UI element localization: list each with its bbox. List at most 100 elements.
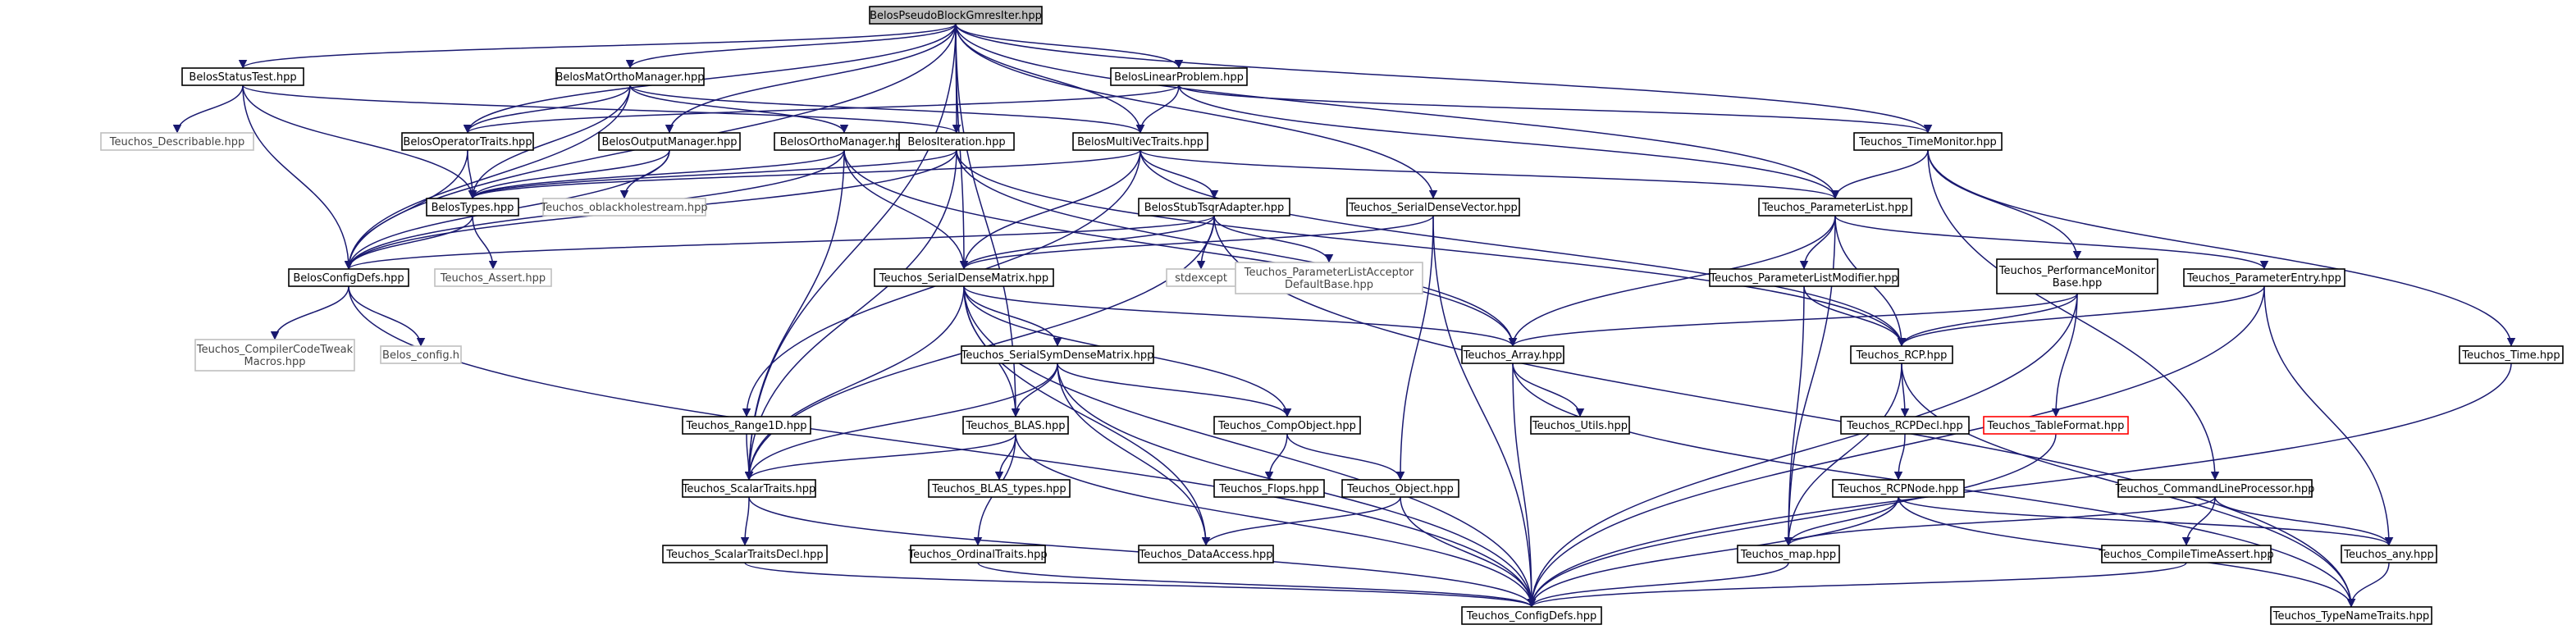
edge [1784,285,1805,546]
node-serialdensemat[interactable]: Teuchos_SerialDenseMatrix.hpp [874,268,1054,287]
node-orthomgr[interactable]: BelosOrthoManager.hpp [774,132,915,151]
edge-serialdensevec-to-serialdensemat [959,215,1434,270]
edge-multivec-to-stubtsqr [1140,149,1219,199]
node-paramlist[interactable]: Teuchos_ParameterList.hpp [1758,198,1912,217]
node-label-line: Teuchos_RCPDecl.hpp [1846,420,1963,432]
node-box [1709,268,1899,287]
node-paramentry[interactable]: Teuchos_ParameterEntry.hpp [2183,268,2345,287]
node-belosconfigh[interactable]: Belos_config.h [380,345,462,364]
node-plmodifier[interactable]: Teuchos_ParameterListModifier.hpp [1709,268,1899,287]
edge-stubtsqr-to-configdefs [345,215,1215,270]
node-timemon[interactable]: Teuchos_TimeMonitor.hpp [1853,132,2003,151]
node-iteration[interactable]: BelosIteration.hpp [898,132,1015,151]
edge [1527,285,2265,608]
node-multivec[interactable]: BelosMultiVecTraits.hpp [1072,132,1208,151]
node-box [1758,198,1912,217]
node-label-line: Teuchos_Range1D.hpp [686,420,807,432]
node-label: BelosOperatorTraits.hpp [403,136,532,148]
node-linprob[interactable]: BelosLinearProblem.hpp [1110,67,1248,86]
edge [1799,215,1836,270]
node-oblackhole[interactable]: Teuchos_oblackholestream.hpp [540,198,708,217]
node-label: Teuchos_Describable.hpp [109,136,244,148]
edge [1784,496,1899,546]
node-configdefs[interactable]: BelosConfigDefs.hpp [288,268,409,287]
node-blastypes[interactable]: Teuchos_BLAS_types.hpp [928,479,1071,498]
node-box [598,132,741,151]
node-tableformat[interactable]: Teuchos_TableFormat.hpp [1983,416,2129,435]
node-box [2341,545,2437,563]
node-teuchosconfig[interactable]: Teuchos_ConfigDefs.hpp [1461,606,1602,625]
edge [744,562,1536,608]
edge [1927,149,2516,347]
edge [1897,293,2078,347]
edge [1057,363,1211,546]
node-symdense[interactable]: Teuchos_SerialSymDenseMatrix.hpp [961,345,1154,364]
edge-cmdline-to-compiletimeassert [2181,496,2216,546]
edge [270,285,349,340]
node-blas[interactable]: Teuchos_BLAS.hpp [962,416,1069,435]
node-optraits[interactable]: BelosOperatorTraits.hpp [401,132,534,151]
node-box [898,132,1015,151]
edge [348,285,426,347]
node-box [401,132,534,151]
node-label: Teuchos_ParameterEntry.hpp [2186,272,2341,285]
edge [2346,562,2390,608]
node-compiletimeassert[interactable]: Teuchos_CompileTimeAssert.hpp [2098,545,2274,563]
edge-root-to-scalartraits [744,23,957,481]
edge-linprob-to-optraits [464,84,1180,134]
node-label-line: BelosIteration.hpp [907,136,1005,148]
edge [843,149,969,270]
edge-root-to-linprob [955,23,1184,69]
node-map[interactable]: Teuchos_map.hpp [1737,545,1840,563]
node-scalartraitsdecl[interactable]: Teuchos_ScalarTraitsDecl.hpp [662,545,828,563]
edge-scalartraits-to-scalartraitsdecl [740,496,750,546]
node-object[interactable]: Teuchos_Object.hpp [1341,479,1459,498]
node-rcpdecl[interactable]: Teuchos_RCPDecl.hpp [1840,416,1970,435]
node-ordinaltraits[interactable]: Teuchos_OrdinalTraits.hpp [907,545,1048,563]
node-array[interactable]: Teuchos_Array.hpp [1461,345,1564,364]
node-rcpnode[interactable]: Teuchos_RCPNode.hpp [1832,479,1965,498]
node-scalartraits[interactable]: Teuchos_ScalarTraits.hpp [682,479,816,498]
node-belostypes[interactable]: BelosTypes.hpp [426,198,519,217]
node-label: Teuchos_ScalarTraits.hpp [682,483,816,495]
node-any[interactable]: Teuchos_any.hpp [2341,545,2437,563]
edge [1213,215,1334,263]
node-dataaccess[interactable]: Teuchos_DataAccess.hpp [1138,545,1274,563]
node-root[interactable]: BelosPseudoBlockGmresIter.hpp [869,6,1043,25]
node-label-line: Teuchos_BLAS.hpp [965,420,1065,432]
node-assert[interactable]: Teuchos_Assert.hpp [434,268,552,287]
node-box [555,67,705,86]
node-layer: BelosPseudoBlockGmresIter.hppBelosStatus… [100,6,2564,625]
node-time[interactable]: Teuchos_Time.hpp [2459,345,2564,364]
node-compobject[interactable]: Teuchos_CompObject.hpp [1213,416,1361,435]
node-serialdensevec[interactable]: Teuchos_SerialDenseVector.hpp [1346,198,1520,217]
node-stdexcept[interactable]: stdexcept [1166,268,1236,287]
node-range1d[interactable]: Teuchos_Range1D.hpp [682,416,811,435]
edge-serialdensevec-to-object [1395,215,1434,481]
node-statustest[interactable]: BelosStatusTest.hpp [181,67,304,86]
node-outmgr[interactable]: BelosOutputManager.hpp [598,132,741,151]
edge [1264,433,1288,481]
edge-orthomgr-to-serialdensemat [843,149,969,270]
node-label: Teuchos_Assert.hpp [440,272,546,285]
node-flops[interactable]: Teuchos_Flops.hpp [1213,479,1325,498]
node-label-line: Teuchos_Object.hpp [1346,483,1454,495]
node-label: Teuchos_TimeMonitor.hpp [1858,136,1997,148]
edge-statustest-to-belostypes [242,84,477,199]
node-matortho[interactable]: BelosMatOrthoManager.hpp [555,67,705,86]
node-label: BelosMatOrthoManager.hpp [555,71,704,84]
node-box [1110,67,1248,86]
edge [468,149,670,199]
node-utils[interactable]: Teuchos_Utils.hpp [1530,416,1630,435]
node-label: Teuchos_Range1D.hpp [686,420,807,432]
node-cmdline[interactable]: Teuchos_CommandLineProcessor.hpp [2115,479,2315,498]
node-label-line: Macros.hpp [244,356,306,368]
node-typenametraits[interactable]: Teuchos_TypeNameTraits.hpp [2270,606,2432,625]
node-stubtsqr[interactable]: BelosStubTsqrAdapter.hpp [1138,198,1290,217]
node-rcp[interactable]: Teuchos_RCP.hpp [1850,345,1953,364]
node-describable[interactable]: Teuchos_Describable.hpp [100,132,254,151]
